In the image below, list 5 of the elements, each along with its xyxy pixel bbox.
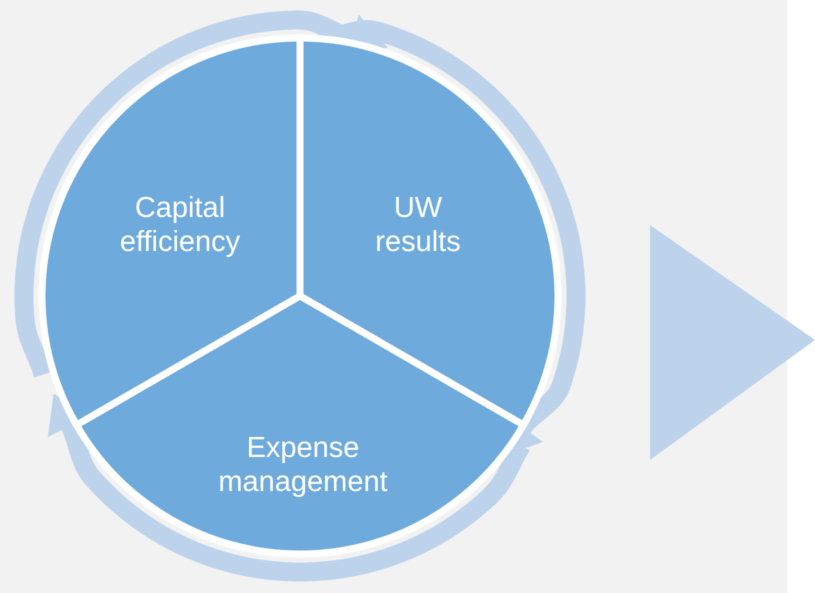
- cycle-arrow: [48, 394, 530, 582]
- segment-label: Capital efficiency: [118, 191, 242, 259]
- segment-label: UW results: [374, 191, 462, 259]
- segment-label: Expense management: [217, 431, 389, 499]
- cycle-arrow: [14, 10, 388, 380]
